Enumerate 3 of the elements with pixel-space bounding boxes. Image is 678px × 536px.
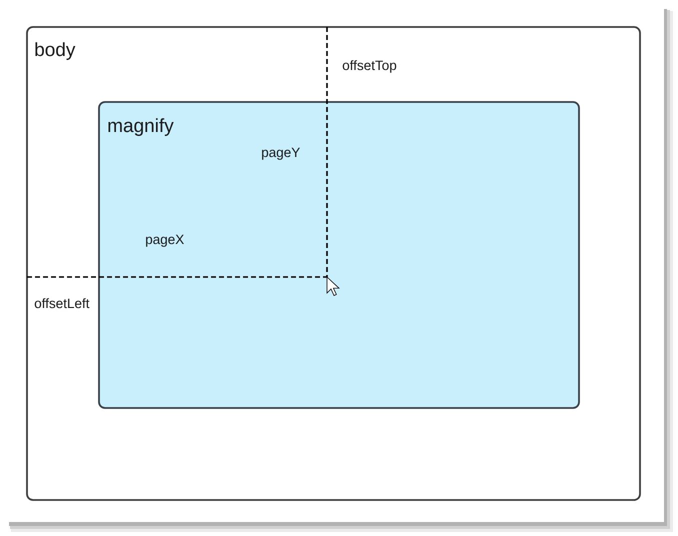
measure-label: offsetTop [342, 60, 396, 73]
measure-label: pageY [262, 148, 300, 160]
measure-label: pageX [146, 234, 184, 247]
